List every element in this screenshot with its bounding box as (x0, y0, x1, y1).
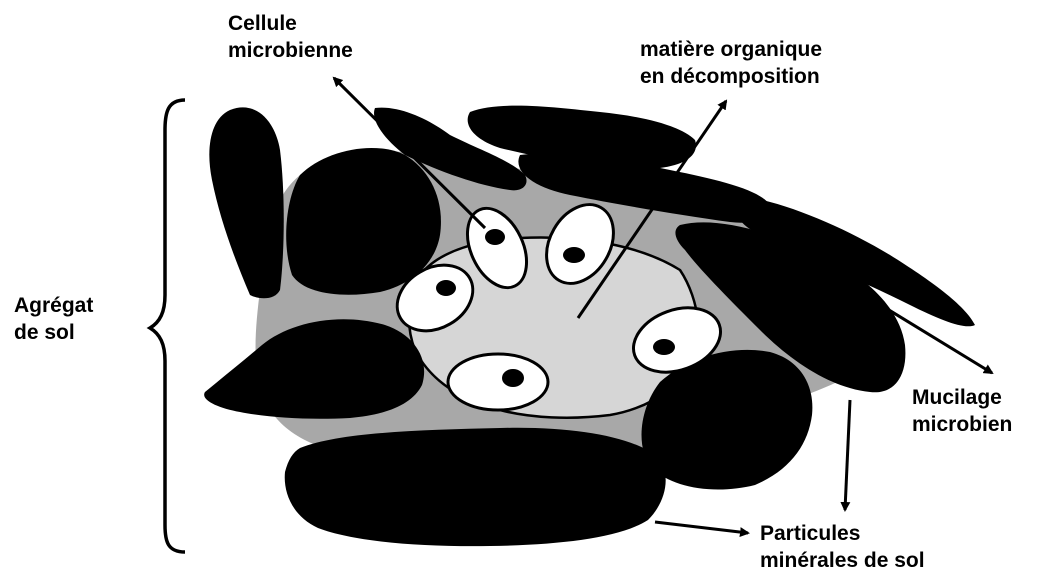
microbial-cell (448, 354, 548, 410)
mineral-particle (209, 107, 283, 298)
mineral-particle-arrow-bottom (655, 522, 748, 533)
microbial-cell-label: Cellule microbienne (228, 10, 353, 64)
aggregate-brace (150, 100, 185, 552)
mineral-particle (204, 319, 424, 419)
microbial-mucilage-label: Mucilage microbien (912, 384, 1012, 438)
mineral-particles-label: Particules minérales de sol (760, 520, 925, 574)
mineral-particle (285, 428, 666, 546)
organic-matter-label: matière organique en décomposition (640, 36, 822, 90)
mineral-particle-arrow-right (845, 400, 850, 510)
soil-aggregate-label: Agrégat de sol (14, 292, 93, 346)
